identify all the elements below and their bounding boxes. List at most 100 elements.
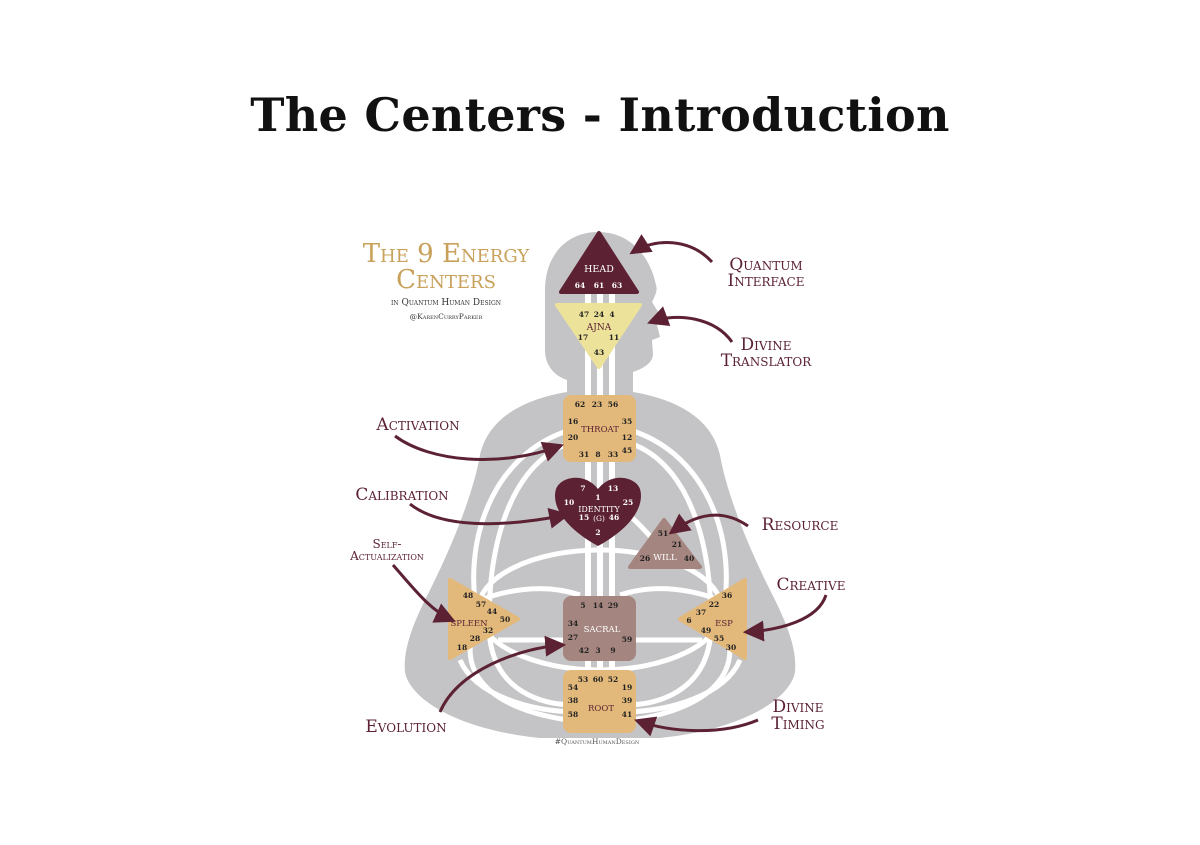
svg-text:AJNA: AJNA: [586, 323, 612, 333]
svg-text:HEAD: HEAD: [584, 264, 614, 275]
label-quantum-interface-1: Quantum: [729, 255, 802, 275]
svg-text:14: 14: [593, 601, 603, 610]
svg-text:16: 16: [568, 417, 578, 426]
svg-text:29: 29: [608, 601, 618, 610]
svg-text:48: 48: [463, 591, 473, 600]
svg-text:11: 11: [609, 333, 619, 342]
svg-text:6: 6: [686, 616, 691, 625]
svg-text:The 9 Energy: The 9 Energy: [363, 239, 531, 269]
svg-text:1: 1: [595, 493, 600, 502]
label-divine-translator-1: Divine: [740, 335, 791, 355]
svg-text:in Quantum Human Design: in Quantum Human Design: [391, 298, 501, 308]
label-quantum-interface-2: Interface: [728, 271, 805, 291]
svg-text:23: 23: [592, 400, 602, 409]
svg-text:41: 41: [622, 710, 632, 719]
svg-text:56: 56: [608, 400, 618, 409]
center-identity: 7 13 1 10 25 IDENTITY 15 (G) 46 2: [555, 477, 641, 546]
label-self-actualization-2: Actualization: [349, 549, 424, 563]
svg-text:9: 9: [610, 646, 615, 655]
svg-text:(G): (G): [593, 514, 605, 523]
svg-text:24: 24: [594, 310, 604, 319]
svg-text:64: 64: [575, 281, 585, 290]
svg-text:28: 28: [470, 634, 480, 643]
svg-text:22: 22: [709, 600, 719, 609]
svg-text:47: 47: [579, 310, 589, 319]
center-esp: 36 22 37 6 ESP 49 55 30: [678, 578, 747, 660]
svg-text:12: 12: [622, 433, 632, 442]
svg-text:4: 4: [609, 310, 614, 319]
svg-text:43: 43: [594, 348, 604, 357]
svg-text:25: 25: [623, 498, 633, 507]
center-throat: 62 23 56 16 35 THROAT 20 12 45 31 8 33: [563, 395, 636, 462]
svg-text:27: 27: [568, 633, 578, 642]
svg-text:60: 60: [593, 675, 603, 684]
svg-text:63: 63: [612, 281, 622, 290]
svg-text:53: 53: [578, 675, 588, 684]
svg-text:SPLEEN: SPLEEN: [450, 619, 488, 629]
svg-text:13: 13: [608, 484, 618, 493]
label-creative: Creative: [777, 575, 846, 595]
svg-text:WILL: WILL: [653, 553, 677, 563]
label-divine-translator-2: Translator: [721, 351, 813, 371]
svg-text:46: 46: [609, 513, 619, 522]
svg-text:34: 34: [568, 619, 578, 628]
svg-text:30: 30: [726, 643, 736, 652]
svg-text:32: 32: [483, 626, 493, 635]
svg-text:@KarenCurryParker: @KarenCurryParker: [410, 312, 483, 321]
svg-text:40: 40: [684, 554, 694, 563]
svg-text:52: 52: [608, 675, 618, 684]
svg-text:Centers: Centers: [396, 265, 496, 295]
svg-text:51: 51: [658, 529, 668, 538]
svg-text:3: 3: [595, 646, 600, 655]
svg-text:5: 5: [580, 601, 585, 610]
svg-text:31: 31: [579, 450, 589, 459]
slide-title: The Centers - Introduction: [250, 88, 950, 142]
svg-text:19: 19: [622, 683, 632, 692]
svg-text:44: 44: [487, 607, 497, 616]
svg-text:7: 7: [580, 484, 585, 493]
svg-text:55: 55: [714, 634, 724, 643]
svg-text:10: 10: [564, 498, 574, 507]
center-head: HEAD 64 61 63: [559, 231, 639, 294]
label-activation: Activation: [375, 415, 459, 435]
center-sacral: 5 14 29 34 SACRAL 27 59 42 3 9: [563, 596, 636, 661]
svg-text:8: 8: [595, 450, 600, 459]
svg-text:49: 49: [701, 626, 711, 635]
svg-text:39: 39: [622, 696, 632, 705]
svg-text:54: 54: [568, 683, 578, 692]
label-evolution: Evolution: [365, 717, 446, 737]
svg-text:61: 61: [594, 281, 604, 290]
center-will: 51 21 26 WILL 40: [628, 518, 702, 569]
svg-text:38: 38: [568, 696, 578, 705]
svg-text:50: 50: [500, 615, 510, 624]
svg-text:33: 33: [608, 450, 618, 459]
svg-text:37: 37: [696, 608, 706, 617]
label-resource: Resource: [762, 515, 839, 535]
center-root: 53 60 52 54 19 38 39 ROOT 58 41: [563, 670, 636, 733]
svg-text:62: 62: [575, 400, 585, 409]
svg-text:18: 18: [457, 643, 467, 652]
label-self-actualization-1: Self-: [373, 537, 402, 551]
svg-text:SACRAL: SACRAL: [584, 625, 621, 635]
callout-labels: Quantum Interface Divine Translator Acti…: [349, 255, 845, 737]
svg-text:59: 59: [622, 635, 632, 644]
energy-centers-diagram: The 9 Energy Centers in Quantum Human De…: [349, 231, 845, 746]
callout-arrows: [391, 234, 828, 737]
svg-text:45: 45: [622, 446, 632, 455]
diagram-heading: The 9 Energy Centers in Quantum Human De…: [363, 239, 531, 321]
svg-text:57: 57: [476, 600, 486, 609]
svg-text:ESP: ESP: [715, 619, 733, 629]
svg-text:THROAT: THROAT: [581, 425, 619, 435]
label-divine-timing-2: Timing: [771, 714, 824, 734]
svg-text:2: 2: [595, 528, 600, 537]
svg-text:26: 26: [640, 554, 650, 563]
svg-text:21: 21: [672, 540, 682, 549]
svg-text:17: 17: [578, 333, 588, 342]
label-calibration: Calibration: [355, 485, 448, 505]
label-divine-timing-1: Divine: [772, 697, 823, 717]
hashtag: #QuantumHumanDesign: [555, 737, 640, 746]
svg-text:IDENTITY: IDENTITY: [578, 505, 620, 514]
svg-text:ROOT: ROOT: [588, 704, 614, 714]
center-ajna: 47 24 4 AJNA 17 11 43: [555, 303, 642, 369]
svg-text:36: 36: [722, 591, 732, 600]
